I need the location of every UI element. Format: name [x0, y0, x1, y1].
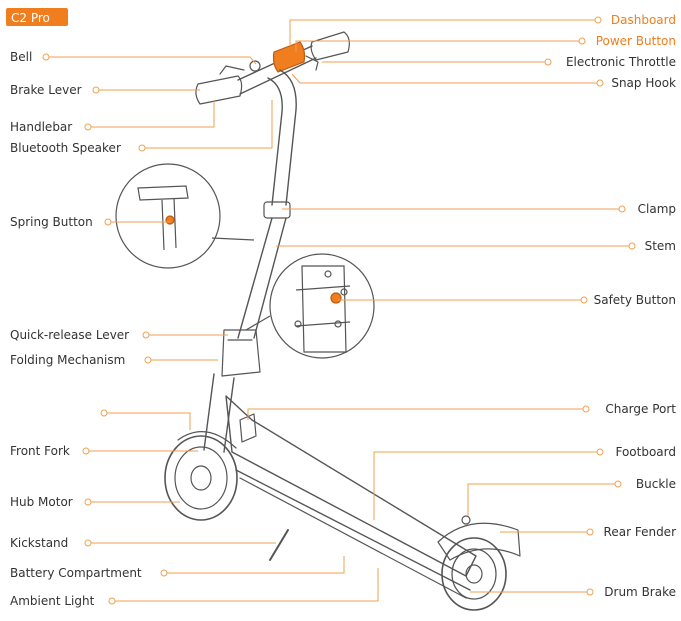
brake-lever-shape	[219, 65, 245, 75]
deck-shape	[225, 395, 477, 577]
model-badge-text: C2 Pro	[11, 11, 50, 25]
label-electronic-throttle: Electronic Throttle	[566, 55, 676, 69]
clamp-shape	[263, 201, 291, 219]
safety-button-inset	[245, 253, 375, 359]
label-battery-compartment: Battery Compartment	[10, 566, 142, 580]
label-spring-button: Spring Button	[10, 215, 93, 229]
stem-upper	[279, 69, 297, 206]
label-front-fork: Front Fork	[10, 444, 70, 458]
rear-wheel	[441, 537, 507, 611]
label-footboard: Footboard	[615, 445, 676, 459]
model-badge	[6, 8, 68, 26]
label-bluetooth-speaker: Bluetooth Speaker	[10, 141, 121, 155]
label-handlebar: Handlebar	[10, 120, 72, 134]
label-safety-button: Safety Button	[594, 293, 676, 307]
leader-markers	[42, 16, 636, 605]
label-charge-port: Charge Port	[605, 402, 676, 416]
label-kickstand: Kickstand	[10, 536, 68, 550]
label-buckle: Buckle	[636, 477, 676, 491]
label-quick-release-lever: Quick-release Lever	[10, 328, 129, 342]
label-rear-fender: Rear Fender	[604, 525, 677, 539]
label-folding-mechanism: Folding Mechanism	[10, 353, 125, 367]
label-power-button: Power Button	[596, 34, 676, 48]
label-snap-hook: Snap Hook	[611, 76, 676, 90]
front-fork-shape	[203, 373, 235, 453]
label-drum-brake: Drum Brake	[604, 585, 676, 599]
label-hub-motor: Hub Motor	[10, 495, 73, 509]
folding-mechanism-shape	[221, 329, 261, 377]
label-brake-lever: Brake Lever	[10, 83, 82, 97]
buckle-shape	[461, 515, 471, 525]
kickstand-shape	[269, 529, 289, 561]
charge-port-shape	[239, 413, 257, 443]
leader-lines	[46, 19, 632, 602]
left-grip	[195, 75, 243, 105]
label-dashboard: Dashboard	[611, 13, 676, 27]
label-clamp: Clamp	[638, 202, 676, 216]
front-wheel	[164, 435, 238, 521]
bell-shape	[249, 60, 261, 72]
rear-fender-shape	[437, 522, 521, 561]
throttle-shape	[305, 55, 319, 71]
spring-button-dot	[165, 215, 175, 225]
label-ambient-light: Ambient Light	[10, 594, 95, 608]
dashboard-shape	[272, 41, 306, 73]
stem-lower	[253, 217, 287, 339]
label-stem: Stem	[645, 239, 676, 253]
right-grip	[310, 31, 350, 61]
label-bell: Bell	[10, 50, 32, 64]
safety-button-dot	[330, 292, 342, 304]
spring-button-inset	[115, 163, 255, 269]
deck-bottom	[235, 469, 471, 591]
